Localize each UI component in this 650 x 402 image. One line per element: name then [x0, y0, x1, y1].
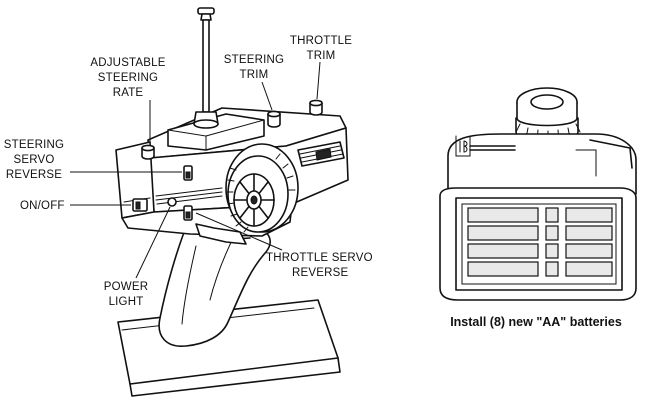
battery-cell — [565, 261, 613, 277]
label-steering-servo-reverse-3: REVERSE — [6, 169, 62, 181]
transmitter-illustration — [115, 7, 349, 397]
battery-cell — [565, 207, 613, 223]
label-steering-trim-1: STEERING — [224, 54, 284, 66]
callout-adjustable-steering-rate: ADJUSTABLE STEERING RATE — [90, 57, 166, 145]
callout-on-off: ON/OFF — [20, 200, 131, 212]
label-steering-servo-reverse-2: SERVO — [13, 154, 54, 166]
adjustable-steering-rate-knob — [141, 144, 155, 160]
callout-steering-servo-reverse: STEERING SERVO REVERSE — [4, 139, 182, 181]
label-throttle-servo-reverse-2: REVERSE — [292, 267, 348, 279]
label-adjustable-steering-rate-3: RATE — [113, 87, 144, 99]
battery-compartment-illustration — [439, 87, 637, 301]
battery-cell — [545, 207, 559, 223]
steering-trim-knob — [267, 110, 281, 128]
callout-steering-trim: STEERING TRIM — [224, 54, 284, 111]
throttle-trim-knob — [309, 99, 323, 116]
antenna — [193, 7, 219, 129]
label-adjustable-steering-rate-1: ADJUSTABLE — [90, 57, 165, 69]
battery-cell — [545, 261, 559, 277]
battery-cell — [545, 225, 559, 241]
label-throttle-servo-reverse-1: THROTTLE SERVO — [266, 252, 373, 264]
label-steering-servo-reverse-1: STEERING — [4, 139, 64, 151]
label-power-light-1: POWER — [104, 281, 148, 293]
battery-cell — [467, 243, 539, 259]
steering-servo-reverse-switch — [183, 165, 193, 181]
throttle-trigger — [195, 223, 247, 245]
battery-view-housing — [447, 133, 637, 195]
label-throttle-trim-1: THROTTLE — [290, 35, 352, 47]
throttle-servo-reverse-switch — [183, 205, 193, 221]
callout-power-light: POWER LIGHT — [104, 206, 171, 308]
label-throttle-trim-2: TRIM — [307, 50, 336, 62]
label-steering-trim-2: TRIM — [240, 69, 269, 81]
battery-cell — [565, 225, 613, 241]
battery-cell — [467, 261, 539, 277]
label-adjustable-steering-rate-2: STEERING — [98, 72, 158, 84]
transmitter-grip — [158, 221, 271, 347]
battery-cell — [467, 225, 539, 241]
battery-tray — [439, 187, 637, 301]
steering-wheel — [225, 143, 299, 233]
callout-throttle-trim: THROTTLE TRIM — [290, 35, 352, 100]
power-light — [167, 197, 177, 207]
battery-cell — [565, 243, 613, 259]
battery-install-caption: Install (8) new "AA" batteries — [450, 315, 622, 329]
battery-cell — [545, 243, 559, 259]
callout-throttle-servo-reverse: THROTTLE SERVO REVERSE — [195, 212, 373, 279]
label-power-light-2: LIGHT — [109, 296, 144, 308]
on-off-switch — [132, 198, 148, 212]
battery-cell — [467, 207, 539, 223]
label-on-off: ON/OFF — [20, 200, 65, 212]
